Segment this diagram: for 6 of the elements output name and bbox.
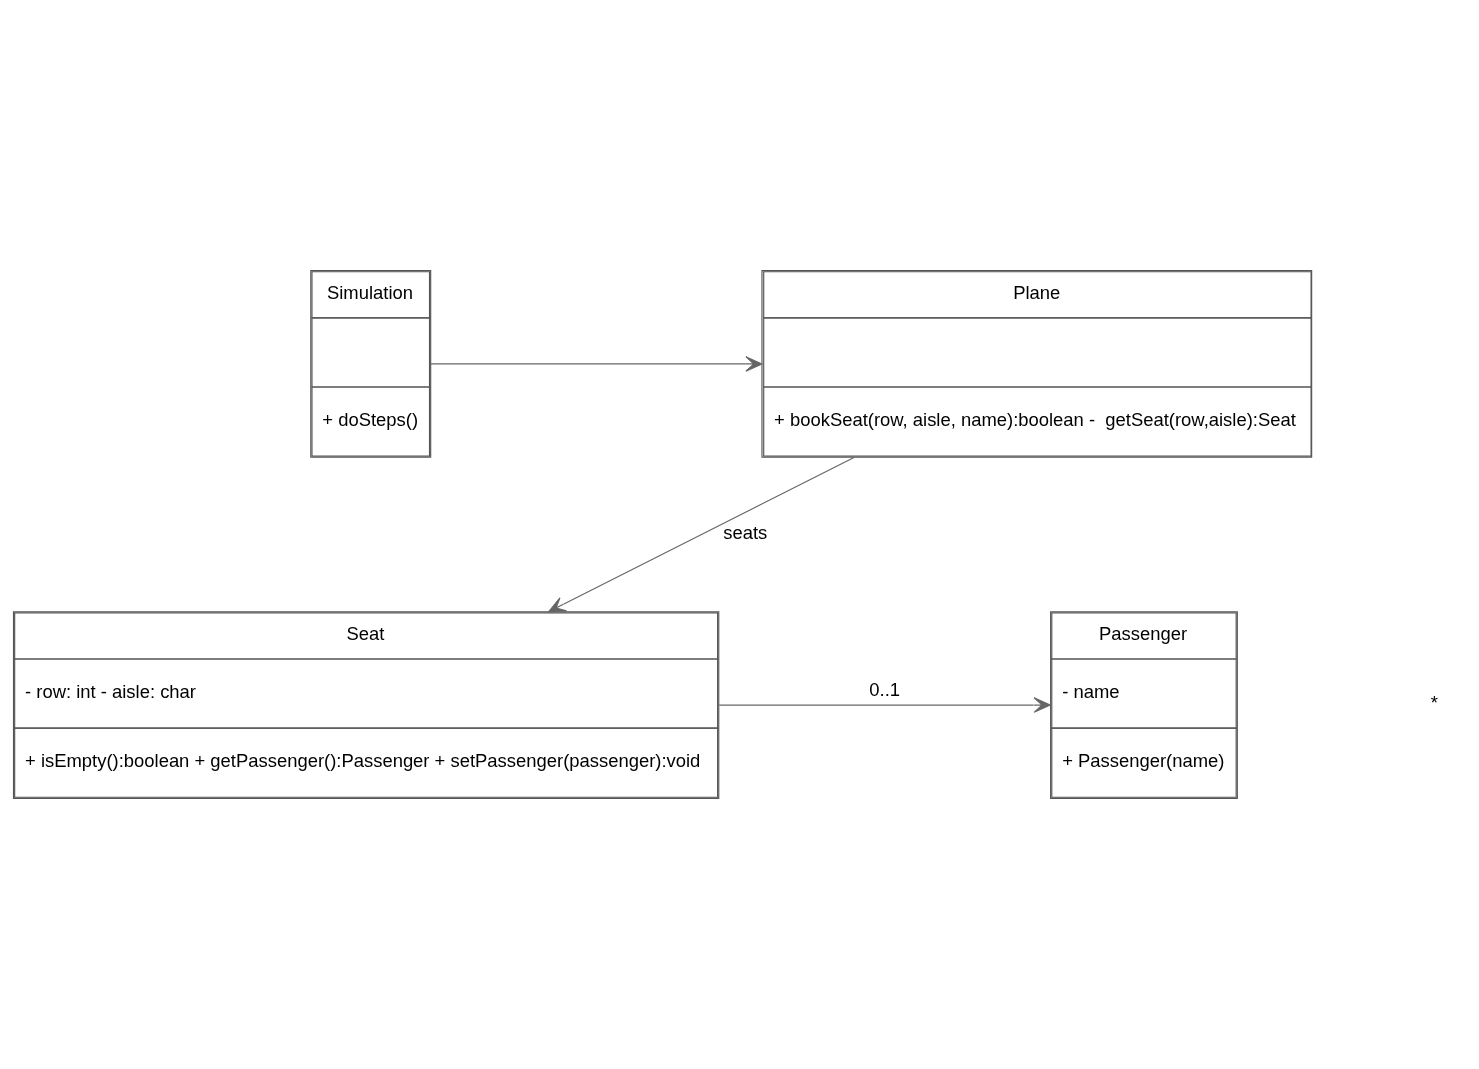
arrow: [430, 356, 763, 372]
edge-label: seats: [723, 521, 768, 543]
arrow: [548, 456, 855, 613]
arrow: [718, 697, 1051, 713]
label: *: [1430, 692, 1438, 714]
edge-label: 0..1: [869, 678, 901, 700]
